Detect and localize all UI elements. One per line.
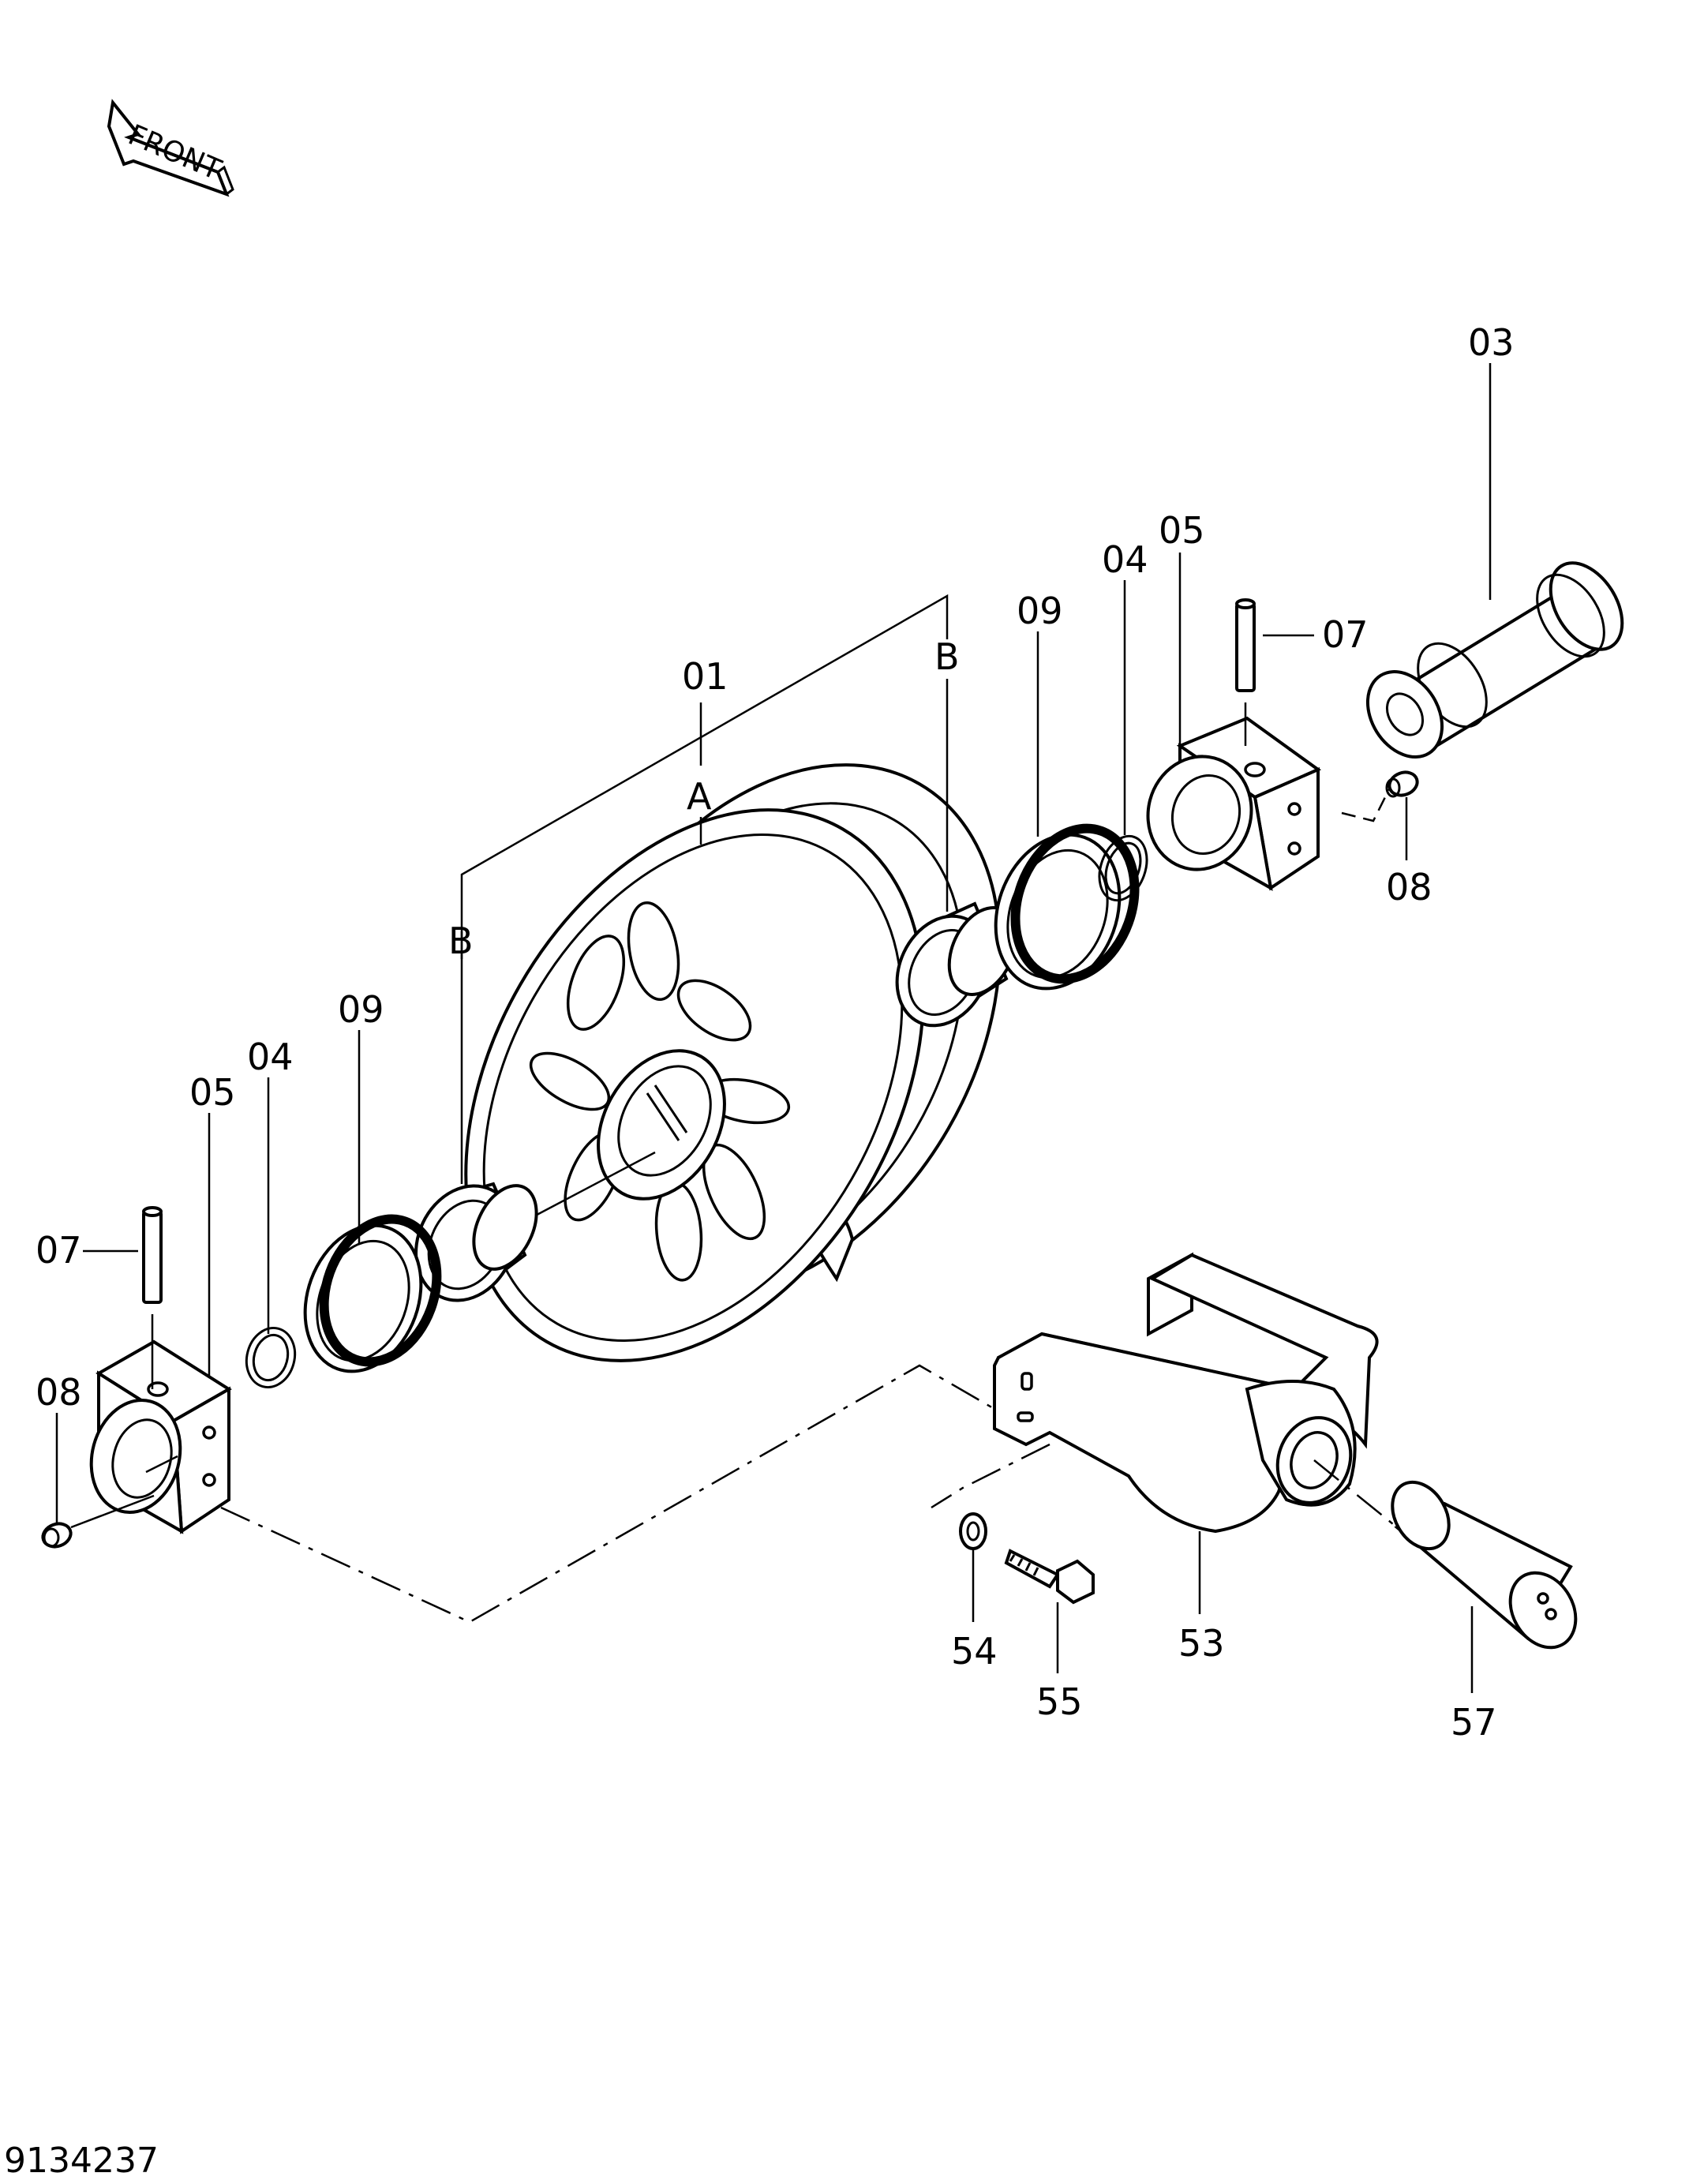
callout-55-label: 55 <box>1036 1680 1083 1723</box>
callout-53-label: 53 <box>1178 1622 1225 1665</box>
drawing-number: 9134237 <box>4 2141 159 2181</box>
callout-01-label: 01 <box>682 655 728 698</box>
callout-09-left-label: 09 <box>338 988 384 1031</box>
washer-54 <box>959 1512 987 1550</box>
callout-05-right-label: 05 <box>1159 509 1205 552</box>
plug-08-right <box>1341 770 1419 822</box>
callout-07-right-label: 07 <box>1322 613 1369 656</box>
bearing-block-05-right <box>1146 716 1322 891</box>
callout-57-label: 57 <box>1451 1701 1497 1744</box>
pin-07-right <box>1235 598 1256 746</box>
callout-03-label: 03 <box>1468 321 1515 364</box>
assembly-line-bolt <box>931 1443 1050 1509</box>
bolt-55 <box>1004 1549 1095 1605</box>
o-ring-04-right <box>1098 834 1148 902</box>
assembly-line-pin <box>1313 1459 1398 1528</box>
bracket-B: B B <box>448 594 960 1184</box>
callout-05-left-label: 05 <box>189 1071 236 1114</box>
idler-yoke-53 <box>993 1252 1379 1534</box>
assembly-line-yoke <box>220 1364 995 1624</box>
callout-09-right-label: 09 <box>1017 590 1063 632</box>
callout-A-label: A <box>687 775 712 818</box>
plug-08-left <box>41 1494 155 1549</box>
callout-08-right-label: 08 <box>1386 866 1432 908</box>
callout-54-label: 54 <box>951 1630 998 1673</box>
pin-07-left <box>142 1206 163 1389</box>
floating-seal-09-right <box>994 823 1140 991</box>
callout-B-right-label: B <box>934 635 960 678</box>
callout-07-left-label: 07 <box>36 1229 82 1272</box>
shaft-03 <box>1365 561 1624 759</box>
pin-57 <box>1391 1480 1578 1650</box>
callout-04-right-label: 04 <box>1102 538 1148 581</box>
front-arrow-icon: FRONT <box>107 99 234 197</box>
floating-seal-09-left <box>303 1214 442 1373</box>
callout-08-left-label: 08 <box>36 1371 82 1414</box>
callout-B-left-label: B <box>448 920 474 962</box>
idler-wheel-01 <box>464 763 1002 1362</box>
callout-04-left-label: 04 <box>247 1036 294 1078</box>
o-ring-04-left <box>245 1326 297 1389</box>
callout-01: 01 A <box>682 655 728 845</box>
bearing-block-05-left <box>89 1339 232 1534</box>
